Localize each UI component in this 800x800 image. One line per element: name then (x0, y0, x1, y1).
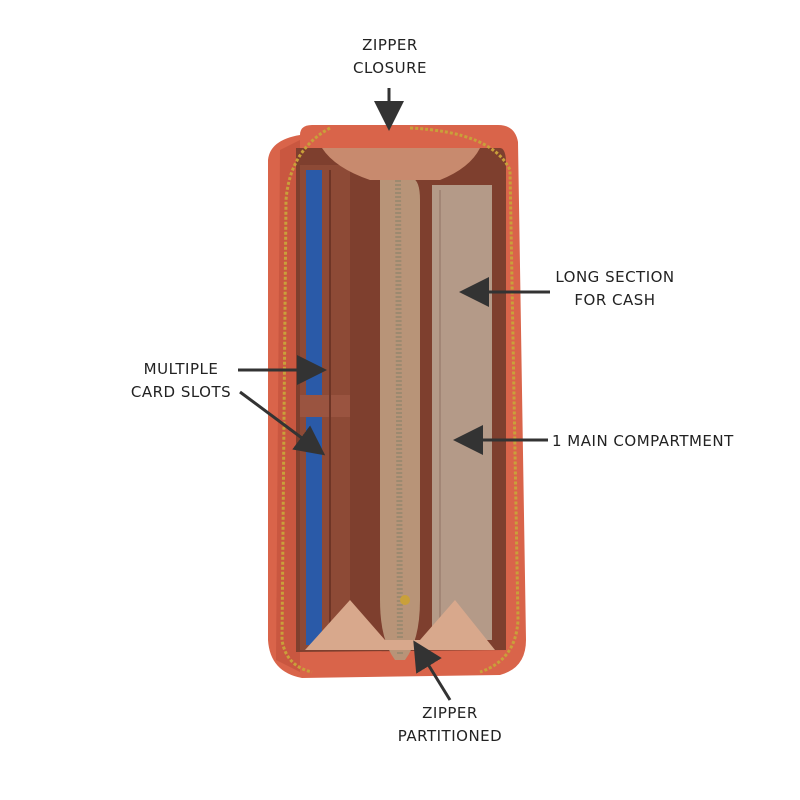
card-blue-top (306, 170, 322, 400)
arrow-icon (239, 390, 326, 456)
bottom-lining (305, 600, 495, 650)
label-line: FOR CASH (574, 291, 656, 309)
label-card-slots: MULTIPLE CARD SLOTS (118, 358, 244, 404)
card-slot-divider (300, 395, 350, 417)
label-line: 1 MAIN COMPARTMENT (552, 432, 734, 450)
label-main-compartment: 1 MAIN COMPARTMENT (552, 430, 742, 453)
label-zipper-closure: ZIPPER CLOSURE (340, 34, 440, 80)
label-zipper-partitioned: ZIPPER PARTITIONED (380, 702, 520, 748)
top-lining (322, 148, 480, 180)
label-line: ZIPPER (422, 704, 478, 722)
label-long-section: LONG SECTION FOR CASH (545, 266, 685, 312)
zipper-trim-right (409, 126, 520, 674)
partition-zipper (395, 179, 403, 656)
label-line: LONG SECTION (555, 268, 675, 286)
label-line: CLOSURE (352, 59, 427, 77)
zipper-pull (400, 595, 410, 605)
label-line: MULTIPLE (143, 360, 219, 378)
arrow-icon (413, 640, 452, 701)
partition-compartment (380, 178, 420, 660)
cash-section (432, 185, 492, 640)
card-blue-bottom (306, 415, 322, 645)
label-line: CARD SLOTS (130, 383, 232, 401)
label-line: PARTITIONED (397, 727, 503, 745)
label-line: ZIPPER (362, 36, 418, 54)
